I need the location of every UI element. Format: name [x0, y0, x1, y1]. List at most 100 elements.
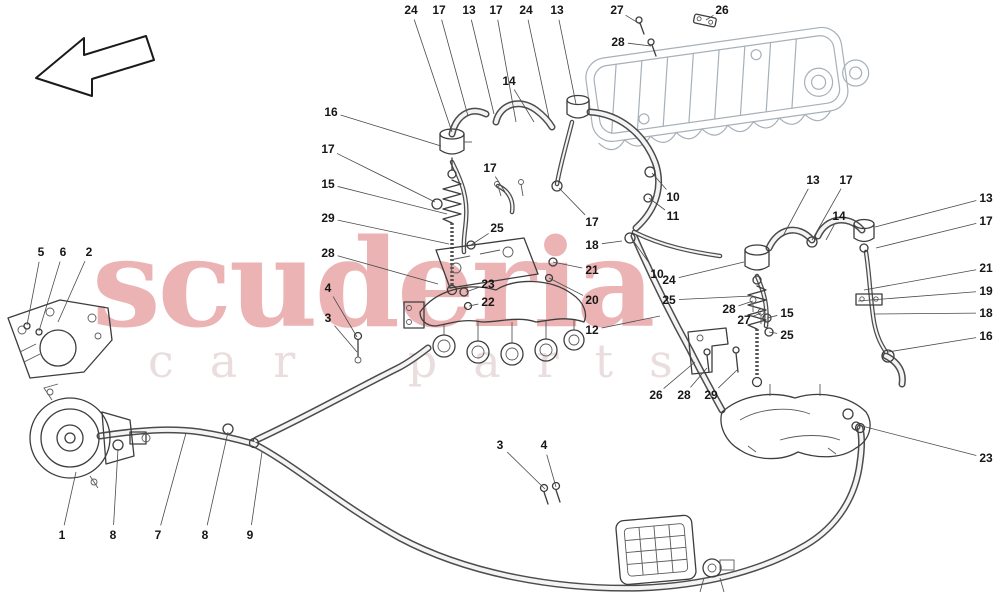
callout-9: 9	[247, 528, 254, 542]
leader-line	[513, 89, 535, 123]
washer	[764, 327, 774, 337]
callout-20: 20	[585, 293, 599, 307]
leader-line	[527, 19, 550, 119]
leader-line	[766, 315, 778, 319]
callout-13: 13	[462, 3, 476, 17]
washer	[842, 408, 854, 420]
callout-5: 5	[38, 245, 45, 259]
pump-mounting-bracket	[7, 299, 113, 379]
manifold-bolts-bottom	[539, 481, 561, 505]
hose-clamp	[112, 439, 124, 451]
screw-27	[635, 16, 645, 35]
hose-clamp	[222, 423, 234, 435]
callout-28: 28	[722, 302, 736, 316]
bracket-nut	[35, 328, 43, 336]
leader-line	[717, 369, 738, 389]
hose-clamp	[806, 236, 818, 248]
callout-7: 7	[155, 528, 162, 542]
spring	[747, 285, 767, 330]
leader-line	[470, 19, 495, 115]
leader-line	[558, 187, 586, 216]
leader-line	[627, 42, 652, 47]
leader-line	[874, 200, 977, 228]
leader-line	[705, 14, 714, 21]
callout-17: 17	[585, 215, 599, 229]
callout-13: 13	[550, 3, 564, 17]
callout-8: 8	[202, 528, 209, 542]
callout-24: 24	[404, 3, 418, 17]
callout-4: 4	[541, 438, 548, 452]
leader-line	[873, 312, 977, 315]
exhaust-heat-shield	[720, 384, 871, 460]
callout-4: 4	[325, 281, 332, 295]
callout-23: 23	[979, 451, 993, 465]
air-hoses	[96, 100, 906, 592]
callout-29: 29	[321, 211, 335, 225]
check-valve-cap	[566, 94, 590, 106]
leader-line	[494, 176, 506, 193]
callout-21: 21	[979, 261, 993, 275]
leader-line	[601, 240, 623, 245]
leader-line	[470, 233, 489, 246]
check-valve-cap	[744, 244, 770, 256]
callout-18: 18	[585, 238, 599, 252]
callout-24: 24	[662, 273, 676, 287]
callout-29: 29	[704, 388, 718, 402]
callout-18: 18	[979, 306, 993, 320]
leader-line	[651, 172, 667, 190]
leader-line	[768, 331, 778, 334]
callout-3: 3	[497, 438, 504, 452]
callout-2: 2	[86, 245, 93, 259]
callout-25: 25	[490, 221, 504, 235]
leader-line	[857, 424, 977, 456]
leader-line	[811, 188, 842, 241]
callout-17: 17	[483, 161, 497, 175]
leader-line	[738, 300, 754, 307]
callout-14: 14	[832, 209, 846, 223]
pipe-fitting	[644, 166, 656, 178]
washer	[548, 257, 558, 267]
center-intake-manifold	[403, 280, 587, 366]
auxiliary-valve	[699, 558, 735, 593]
leader-line	[690, 367, 708, 388]
callout-27: 27	[737, 313, 751, 327]
spring	[442, 179, 462, 224]
callout-13: 13	[979, 191, 993, 205]
hose-clamp	[551, 180, 563, 192]
leader-line	[601, 315, 661, 329]
pipe-fitting	[643, 193, 653, 203]
callout-10: 10	[666, 190, 680, 204]
leader-line	[337, 186, 448, 215]
callout-8: 8	[110, 528, 117, 542]
callout-17: 17	[489, 3, 503, 17]
leader-line	[887, 337, 977, 353]
pipe-fitting	[854, 422, 866, 434]
leader-line	[678, 295, 753, 300]
leader-line	[413, 19, 453, 133]
gasket-plate	[435, 237, 539, 289]
callout-25: 25	[662, 293, 676, 307]
nut	[463, 301, 473, 311]
leader-line	[552, 261, 583, 269]
leader-line	[782, 188, 809, 237]
callout-15: 15	[780, 306, 794, 320]
callout-26: 26	[715, 3, 729, 17]
callout-14: 14	[502, 74, 516, 88]
callout-3: 3	[325, 311, 332, 325]
leader-line	[825, 224, 835, 241]
leader-line	[631, 238, 652, 267]
leader-line	[336, 153, 436, 203]
hose-clamp	[431, 198, 443, 210]
callout-17: 17	[839, 173, 853, 187]
leader-line	[857, 291, 977, 302]
leader-line	[113, 448, 119, 526]
bracket-clip-26	[692, 13, 717, 28]
callout-19: 19	[979, 284, 993, 298]
leader-line	[57, 260, 86, 323]
leader-line	[332, 296, 358, 338]
leader-line	[863, 269, 977, 291]
manifold-bolts-left	[353, 331, 363, 364]
